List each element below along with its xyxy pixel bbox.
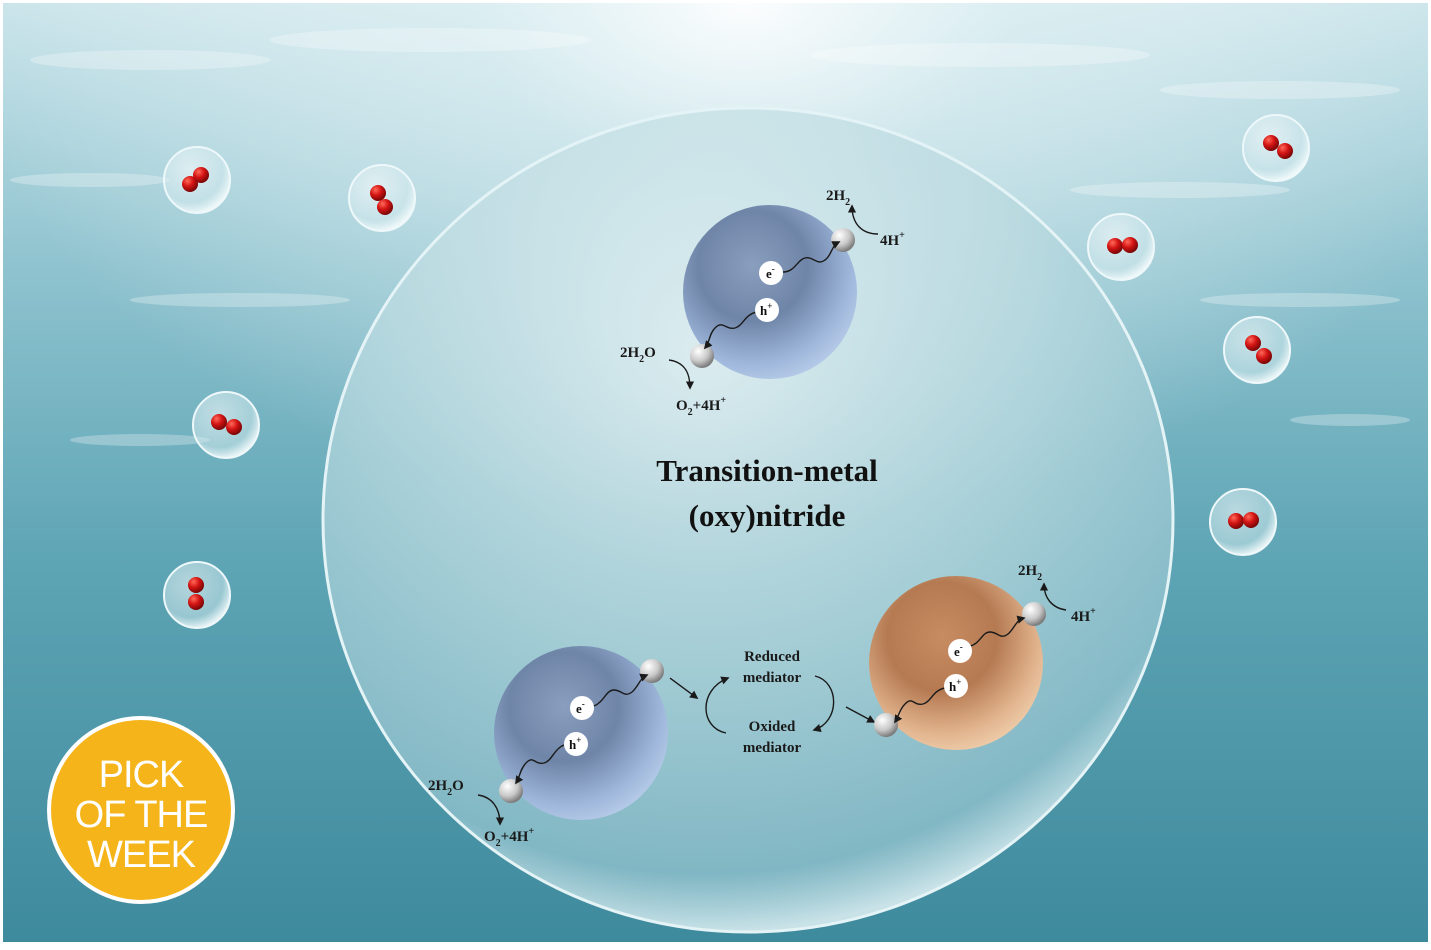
oxygen-atom	[1245, 335, 1261, 351]
o2-bubble	[163, 146, 231, 214]
oxygen-atom	[211, 414, 227, 430]
oxygen-atom	[188, 577, 204, 593]
pick-of-the-week-badge: PICK OF THE WEEK	[47, 716, 235, 904]
electron-marker	[570, 696, 594, 720]
hole-label: h+	[569, 735, 581, 752]
title-line-2: (oxy)nitride	[689, 498, 846, 533]
hole-label: h+	[949, 677, 961, 694]
oxygen-evolution-arrow	[477, 794, 505, 826]
oxygen-atom	[370, 185, 386, 201]
electron-label: e-	[954, 642, 963, 659]
reduced-mediator-line-1: Reduced	[744, 649, 800, 665]
water-ripples	[10, 28, 1410, 446]
right-product-label: 2H2	[1018, 563, 1042, 583]
electron-marker	[948, 639, 972, 663]
hydrogen-evolution-arrow	[1039, 582, 1067, 611]
title-line-1: Transition-metal	[656, 453, 878, 488]
left-product-label: O2+4H+	[484, 826, 534, 849]
oxygen-atom	[1256, 348, 1272, 364]
oxygen-atom	[182, 176, 198, 192]
top-reactant-label: 4H+	[880, 230, 905, 249]
oxygen-atom	[1122, 237, 1138, 253]
o2-bubble	[1223, 316, 1291, 384]
single-particle-scheme: e- h+ 2H2 4H+ 2H2O O2+4H+	[620, 188, 905, 418]
electron-path	[969, 615, 1026, 647]
oxygen-atom	[1228, 513, 1244, 529]
oxygen-atom	[1243, 512, 1259, 528]
badge-line-3: WEEK	[87, 834, 196, 876]
top-product-label: 2H2	[826, 188, 850, 208]
hole-path	[703, 311, 758, 350]
reduced-mediator-line-2: mediator	[743, 670, 802, 686]
o2-bubble	[1209, 488, 1277, 556]
cocatalyst-dot	[690, 344, 714, 368]
electron-label: e-	[576, 699, 585, 716]
electron-path	[593, 673, 649, 707]
badge-line-1: PICK	[99, 754, 184, 796]
oxygen-atom	[1277, 143, 1293, 159]
o2-bubble	[348, 164, 416, 232]
hole-marker	[755, 298, 779, 322]
oxygen-atom	[226, 419, 242, 435]
oxygen-atom	[188, 594, 204, 610]
oxided-mediator-line-2: mediator	[743, 740, 802, 756]
blue-particle	[683, 205, 857, 379]
blue-particle	[494, 646, 668, 820]
oxygen-atom	[1107, 238, 1123, 254]
o2-bubble	[1087, 213, 1155, 281]
hole-label: h+	[760, 301, 772, 318]
electron-marker	[759, 261, 783, 285]
hole-marker	[944, 674, 968, 698]
o2-bubble	[192, 391, 260, 459]
transfer-arrow-right	[845, 706, 876, 723]
cocatalyst-dot	[1022, 602, 1046, 626]
oxidation-arc	[812, 675, 835, 733]
oxygen-evolution-arrow	[668, 359, 695, 390]
o2-bubble	[1242, 114, 1310, 182]
hydrogen-evolution-arrow	[847, 204, 879, 235]
bottom-reactant-label: 2H2O	[620, 345, 656, 365]
oxygen-atom	[193, 167, 209, 183]
reduction-arc	[705, 676, 730, 734]
bottom-product-label: O2+4H+	[676, 395, 726, 418]
oxided-mediator-line-1: Oxided	[749, 719, 796, 735]
o2-bubble	[163, 561, 231, 629]
badge-line-2: OF THE	[75, 794, 208, 836]
hole-path	[894, 687, 946, 724]
electron-path	[782, 241, 841, 273]
oxygen-bubbles	[163, 114, 1310, 629]
transfer-arrow-left	[669, 677, 699, 699]
cocatalyst-dot	[831, 228, 855, 252]
electron-label: e-	[766, 264, 775, 281]
left-reactant-label: 2H2O	[428, 778, 464, 798]
hole-path	[515, 744, 565, 785]
hole-marker	[564, 732, 588, 756]
oxygen-atom	[377, 199, 393, 215]
cocatalyst-dot	[499, 779, 523, 803]
gold-particle	[869, 576, 1043, 750]
cocatalyst-dot	[640, 659, 664, 683]
cocatalyst-dot	[874, 713, 898, 737]
z-scheme: e- h+ 2H2O O2+4H+ Reduced mediator Oxide…	[428, 563, 1096, 849]
oxygen-atom	[1263, 135, 1279, 151]
right-reactant-label: 4H+	[1071, 606, 1096, 625]
